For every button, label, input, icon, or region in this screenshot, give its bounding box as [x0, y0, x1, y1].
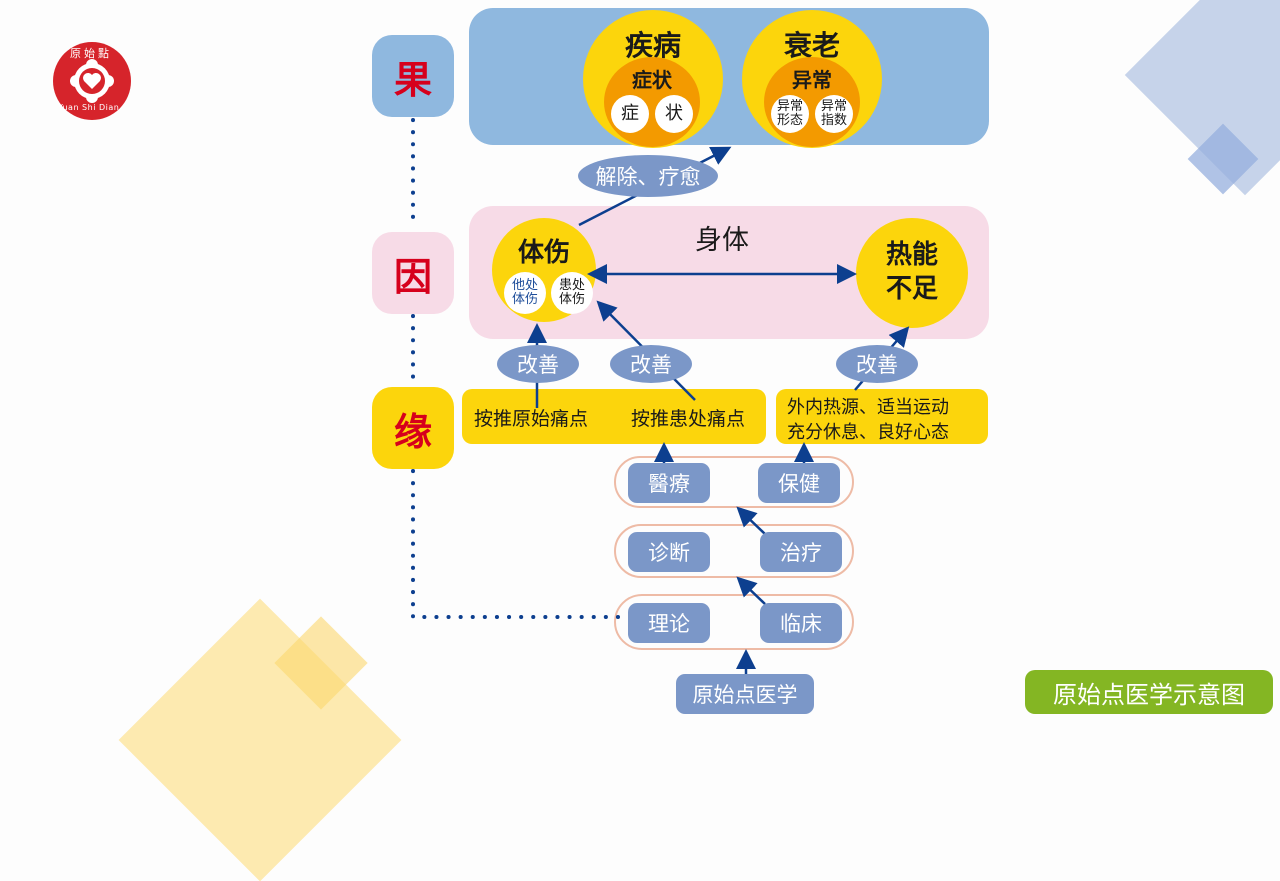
abnormal-form-mini: 异常 形态	[771, 95, 809, 133]
stack-row-outline-1	[614, 456, 854, 508]
condition-press-affected-points: 按推患处痛点	[631, 408, 746, 430]
condition-box-right	[776, 389, 988, 444]
arrow-treatment-up	[736, 506, 766, 535]
side-label-result-text: 果	[393, 57, 432, 102]
condition-rest-mood: 充分休息、良好心态	[787, 422, 949, 443]
tag-medical: 醫療	[628, 463, 710, 503]
condition-press-original-points: 按推原始痛点	[474, 408, 589, 430]
result-panel	[469, 8, 989, 145]
side-label-cause-text: 因	[393, 254, 432, 299]
logo-chinese-text: 原始點	[70, 47, 112, 60]
aging-title: 衰老	[783, 29, 840, 62]
symptom-mini-2: 状	[655, 95, 693, 133]
symptom-mini-1: 症	[611, 95, 649, 133]
logo: 原始點 Yuan Shi Dian	[52, 41, 132, 121]
improve-label-right: 改善	[836, 345, 918, 383]
improve-label-mid: 改善	[610, 345, 692, 383]
tag-theory: 理论	[628, 603, 710, 643]
arrow-clinic-up	[736, 576, 766, 605]
body-title: 身体	[695, 225, 749, 256]
footer-badge-text: 原始点医学示意图	[1053, 680, 1245, 709]
abnormal-title: 异常	[792, 68, 832, 92]
side-label-condition-text: 缘	[393, 409, 432, 454]
disease-title: 疾病	[624, 29, 681, 62]
stack-row-outline-3	[614, 594, 854, 650]
injury-title: 体伤	[517, 238, 570, 268]
heat-deficiency-title: 热能 不足	[885, 240, 938, 304]
dotted-line-condition-theory	[411, 469, 630, 619]
tag-health-care: 保健	[758, 463, 840, 503]
other-injury-mini: 他处 体伤	[504, 272, 546, 314]
heat-deficiency-circle: 热能 不足	[856, 218, 968, 328]
footer-badge: 原始点医学示意图	[1025, 670, 1273, 714]
tag-diagnosis: 诊断	[628, 532, 710, 572]
affected-injury-mini: 患处 体伤	[551, 272, 593, 314]
logo-pinyin-text: Yuan Shi Dian	[58, 103, 120, 112]
side-label-cause: 因	[372, 232, 454, 314]
heal-label: 解除、疗愈	[578, 155, 718, 197]
tag-clinical: 临床	[760, 603, 842, 643]
condition-heat-exercise: 外内热源、适当运动	[787, 397, 949, 418]
improve-label-left: 改善	[497, 345, 579, 383]
condition-box-left	[462, 389, 766, 444]
stack-row-outline-2	[614, 524, 854, 578]
side-label-result: 果	[372, 35, 454, 117]
side-label-condition: 缘	[372, 387, 454, 469]
tag-treatment: 治疗	[760, 532, 842, 572]
abnormal-index-mini: 异常 指数	[815, 95, 853, 133]
tag-base-medicine: 原始点医学	[676, 674, 814, 714]
symptom-title: 症状	[632, 68, 672, 92]
